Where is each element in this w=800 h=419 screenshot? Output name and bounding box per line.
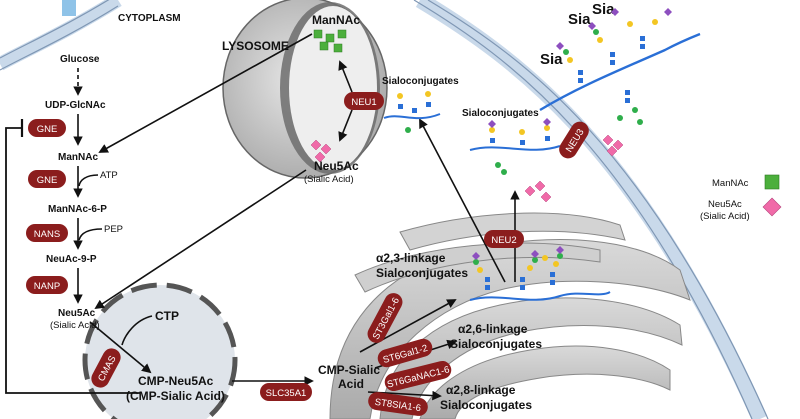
neu5ac-label: Neu5Ac	[58, 308, 96, 319]
a23-label-1: α2,3-linkage	[376, 251, 446, 265]
enzyme-nanp: NANP	[26, 276, 68, 294]
legend-mannac-label: ManNAc	[712, 178, 749, 189]
sia-label-3: Sia	[540, 51, 563, 68]
lysosome-sialoconjugate-glycan	[383, 91, 441, 133]
sialic-acid-label: (Sialic Acid)	[50, 320, 100, 331]
arrow-neu1-neu5ac	[338, 109, 353, 142]
cytosol-sialoconjugate-glycan	[469, 118, 561, 175]
lysosome-neu5ac-label: Neu5Ac	[314, 159, 359, 173]
legend-neu5ac-diamond-icon	[762, 197, 782, 217]
atp-label: ATP	[100, 170, 118, 181]
nucleus	[82, 282, 238, 419]
legend-neu5ac-label: Neu5Ac	[708, 199, 742, 210]
arrow-lyso-neu5ac-to-cytosol	[94, 169, 307, 310]
arrow-a23	[359, 299, 457, 353]
mannac-squares	[313, 29, 347, 53]
transporter-icon	[62, 0, 76, 16]
atp-curve	[78, 174, 99, 187]
a26-label-2: Sialoconjugates	[450, 337, 542, 351]
legend-sialic-acid-label: (Sialic Acid)	[700, 211, 750, 222]
lysosome	[222, 0, 388, 179]
enzyme-gne-2: GNE	[28, 170, 66, 188]
lysosome-sialoconjugates-label: Sialoconjugates	[382, 76, 459, 87]
cmp-neu5ac-label: CMP-Neu5Ac	[138, 374, 214, 388]
neu5ac-diamonds-neu3	[602, 134, 624, 157]
sia-label-2: Sia	[592, 1, 615, 18]
cmp-sialic-label-2: Acid	[338, 377, 364, 391]
pep-label: PEP	[104, 224, 123, 235]
a28-label-2: Sialoconjugates	[440, 398, 532, 412]
neuac-9p-label: NeuAc-9-P	[46, 254, 97, 265]
enzyme-gne-1: GNE	[28, 119, 66, 137]
enzyme-nans: NANS	[26, 224, 68, 242]
glucose-label: Glucose	[60, 54, 100, 65]
cytosol-sialoconjugates-label: Sialoconjugates	[462, 108, 539, 119]
svg-text:GNE: GNE	[37, 175, 58, 186]
udp-glcnac-label: UDP-GlcNAc	[45, 100, 106, 111]
lysosome-mannac-label: ManNAc	[312, 13, 360, 27]
neu5ac-diamonds-neu2	[524, 180, 552, 203]
enzyme-neu2: NEU2	[484, 230, 524, 248]
svg-text:NEU1: NEU1	[351, 97, 376, 108]
mannac-label: ManNAc	[58, 152, 98, 163]
cytoplasm-label: CYTOPLASM	[118, 13, 181, 24]
a26-label-1: α2,6-linkage	[458, 322, 528, 336]
arrow-neu5ac-cmp	[89, 321, 152, 374]
svg-text:NANS: NANS	[34, 229, 60, 240]
ctp-label: CTP	[155, 309, 179, 323]
lysosome-sialic-acid-label: (Sialic Acid)	[304, 174, 354, 185]
cmp-sialic-label-1: CMP-Sialic	[318, 363, 380, 377]
svg-text:NANP: NANP	[34, 281, 60, 292]
enzyme-neu1: NEU1	[344, 92, 384, 110]
mannac-6p-label: ManNAc-6-P	[48, 204, 107, 215]
ctp-curve	[121, 315, 153, 346]
surface-glycans	[539, 8, 701, 125]
svg-text:NEU2: NEU2	[491, 235, 516, 246]
golgi-glycan	[469, 246, 611, 301]
a28-label-1: α2,8-linkage	[446, 383, 516, 397]
enzyme-slc35a1: SLC35A1	[260, 383, 312, 401]
feedback-inhibition-line	[5, 127, 140, 394]
svg-text:SLC35A1: SLC35A1	[266, 388, 307, 399]
legend: ManNAc Neu5Ac (Sialic Acid)	[700, 174, 782, 222]
sia-label-1: Sia	[568, 11, 591, 28]
svg-text:GNE: GNE	[37, 124, 58, 135]
pep-curve	[78, 228, 103, 241]
arrow-lyso-mannac-to-cytosol	[98, 33, 313, 153]
enzyme-st8sia: ST8SIA1-6	[368, 392, 428, 416]
lysosome-label: LYSOSOME	[222, 39, 289, 53]
arrow-golgi-to-lysosome	[419, 118, 506, 283]
legend-mannac-square-icon	[764, 174, 780, 190]
cell-membrane-left	[0, 0, 122, 71]
lysosome-neu5ac-diamonds	[310, 139, 332, 163]
cmp-sialic-acid-paren-label: (CMP-Sialic Acid)	[126, 389, 225, 403]
arrow-neu1-mannac	[338, 60, 353, 93]
golgi-apparatus	[329, 212, 691, 419]
a23-label-2: Sialoconjugates	[376, 266, 468, 280]
